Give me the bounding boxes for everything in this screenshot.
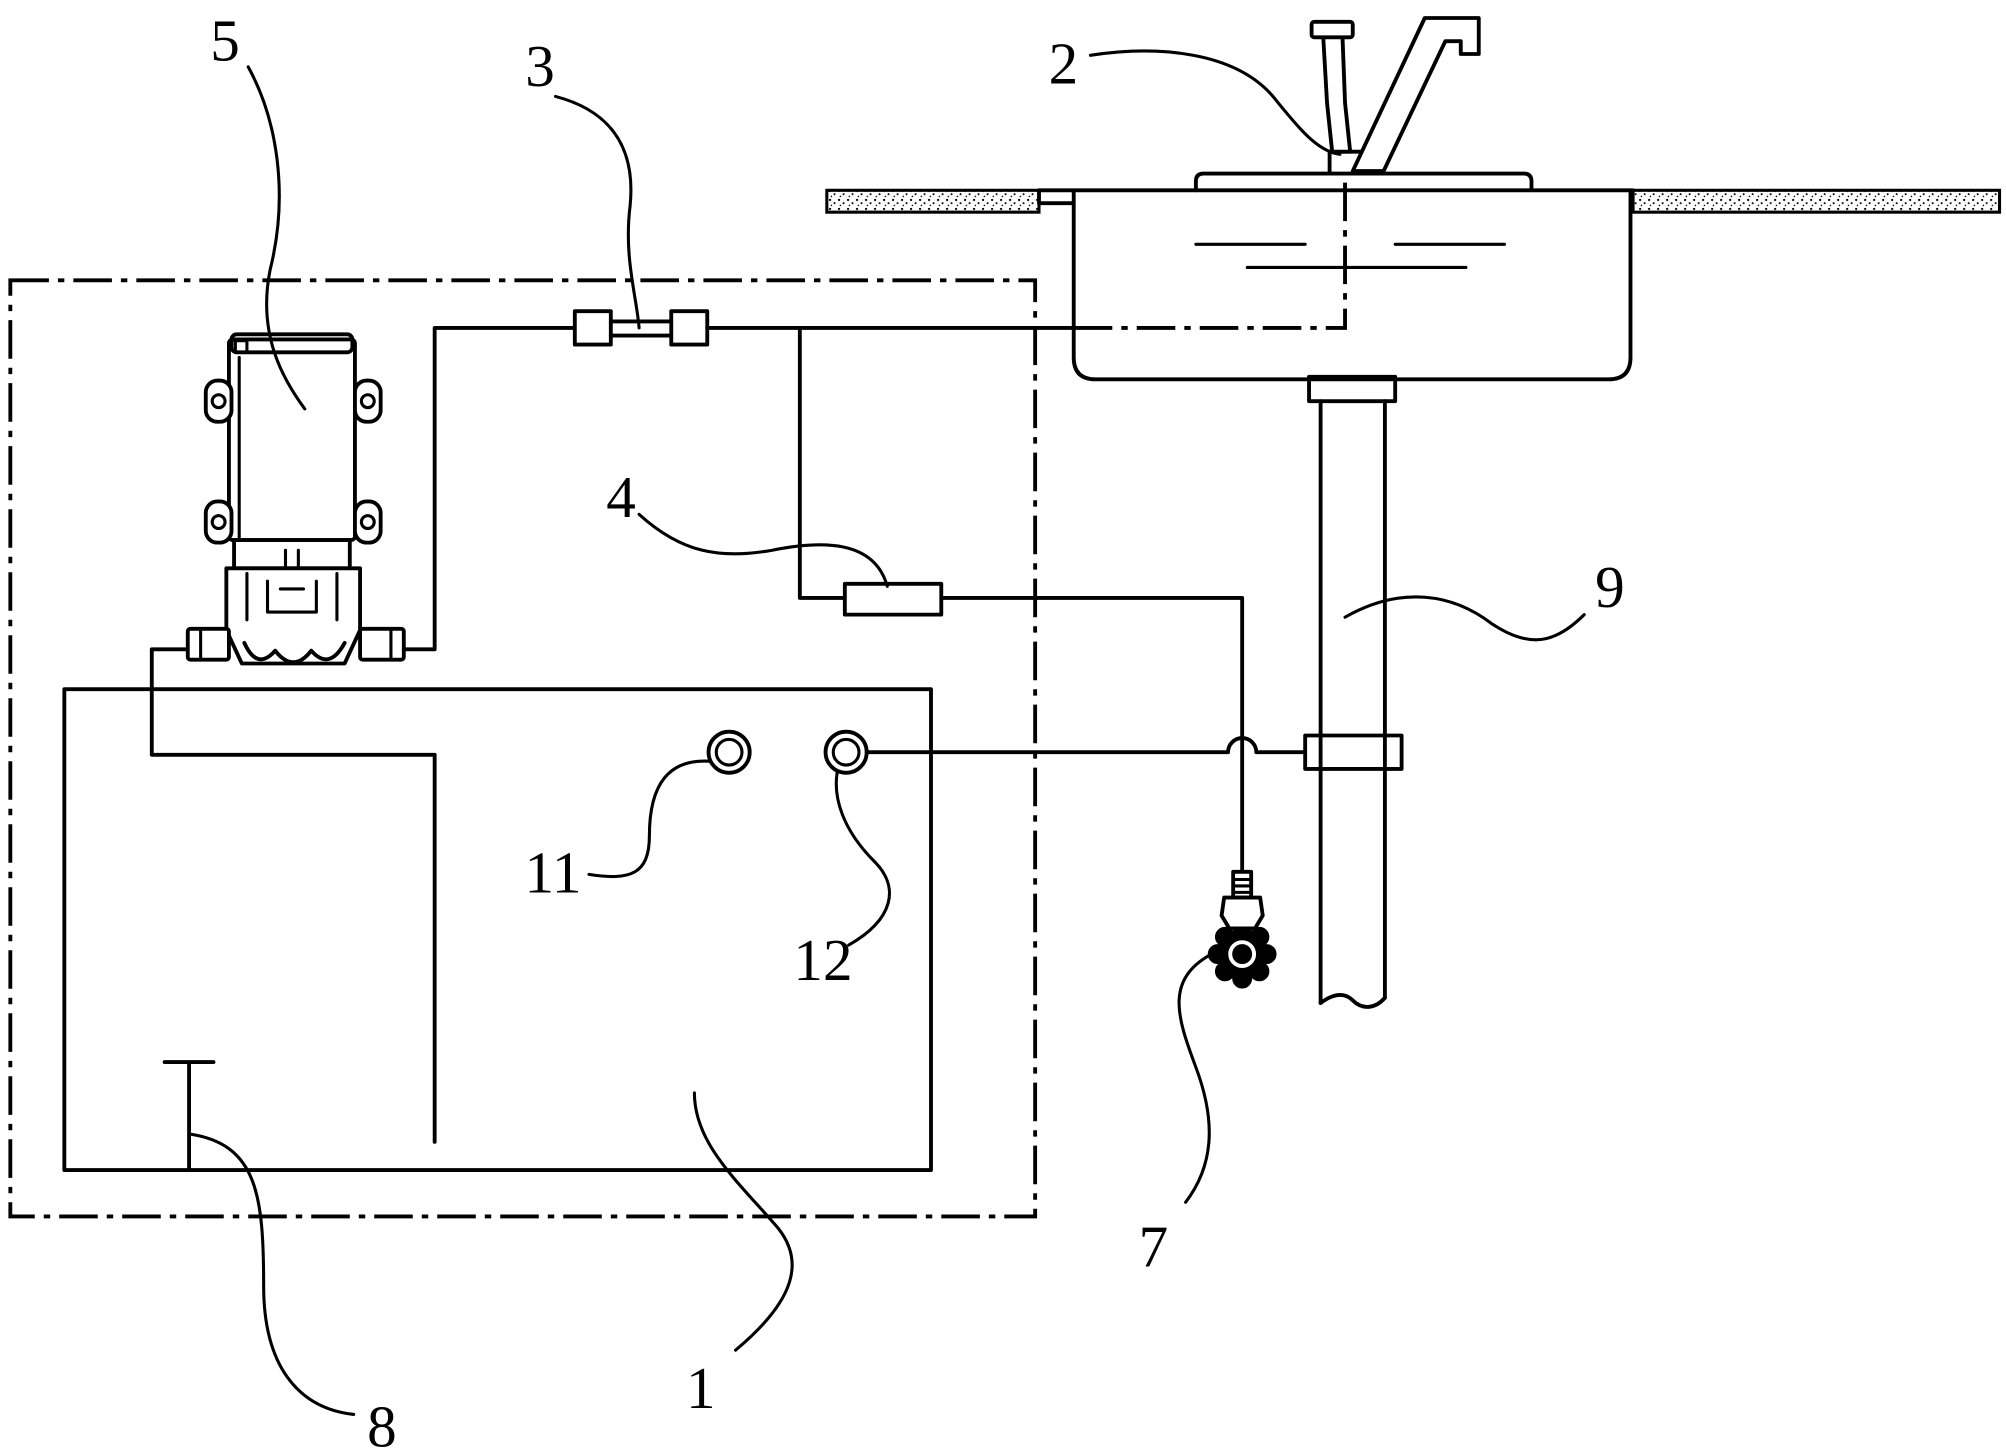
inline-component-4 <box>842 581 944 617</box>
pump-outlet-pipe <box>401 325 577 652</box>
leader-lines <box>188 49 1586 1416</box>
pump-motor-body <box>226 337 357 542</box>
sink-basin <box>1071 188 1633 382</box>
water-tank <box>62 687 933 1173</box>
pump-outlet-fitting <box>358 626 406 662</box>
enclosure-boundary <box>8 278 1038 1219</box>
callout-2: 2 <box>1049 31 1079 97</box>
port-11 <box>706 729 752 775</box>
countertop-step <box>1037 188 1076 206</box>
valve-handwheel <box>1207 926 1277 989</box>
valve-feed-pipe <box>939 595 1245 874</box>
leader-9 <box>1343 595 1586 642</box>
callout-11: 11 <box>524 839 581 905</box>
level-probe <box>162 1060 216 1173</box>
valve-body <box>1219 895 1265 931</box>
faucet-lever <box>1321 34 1353 154</box>
countertop-left <box>825 188 1041 214</box>
pump-head <box>224 538 363 666</box>
countertop-right <box>1631 188 2002 214</box>
pump-top-cap <box>229 332 355 355</box>
water-surface <box>1194 242 1507 269</box>
inline-filter <box>572 309 710 347</box>
leader-11 <box>587 759 712 879</box>
pump-diaphragm <box>242 640 347 665</box>
sink-rim <box>1193 171 1534 193</box>
faucet-spout <box>1350 16 1481 173</box>
hidden-supply-pipe <box>1073 169 1347 330</box>
leader-4 <box>637 512 889 588</box>
callout-9: 9 <box>1595 554 1625 620</box>
callout-1: 1 <box>686 1355 716 1421</box>
leader-5 <box>246 65 307 411</box>
leader-2 <box>1088 49 1342 156</box>
drain-connection-pipe <box>864 736 1308 755</box>
callout-7: 7 <box>1139 1214 1169 1280</box>
leader-8 <box>188 1132 356 1416</box>
pump-inlet-fitting <box>185 626 231 662</box>
callout-8: 8 <box>367 1394 397 1453</box>
drain-pipe <box>1303 374 1404 1009</box>
pump <box>185 332 406 666</box>
callout-5: 5 <box>210 7 240 73</box>
suction-pipe <box>149 647 437 1144</box>
pump-terminal <box>233 339 249 354</box>
valve <box>1207 869 1277 989</box>
pipe-break <box>1318 992 1387 1009</box>
leader-3 <box>553 94 641 330</box>
leader-7 <box>1177 949 1218 1204</box>
callout-3: 3 <box>525 33 555 99</box>
pump-mounting-ears <box>203 378 383 545</box>
leader-1 <box>692 1091 794 1352</box>
port-12 <box>823 729 869 775</box>
leader-12 <box>834 771 891 947</box>
callout-4: 4 <box>606 464 636 530</box>
faucet <box>1309 16 1481 176</box>
branch-pipe <box>797 325 847 600</box>
callout-12: 12 <box>793 927 852 993</box>
sink <box>1037 171 1635 382</box>
faucet-lever-cap <box>1309 19 1355 40</box>
